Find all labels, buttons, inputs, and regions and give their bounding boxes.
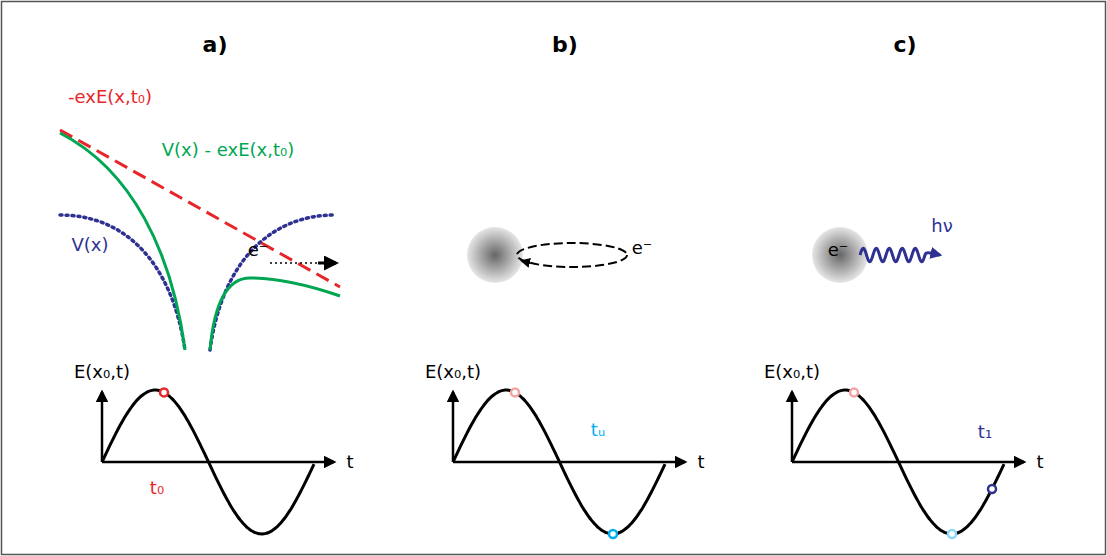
time-marker bbox=[850, 388, 858, 396]
potential-label: V(x) - exE(x,t₀) bbox=[162, 140, 294, 160]
electron-trajectory bbox=[517, 243, 627, 267]
time-marker bbox=[609, 530, 617, 538]
axis-label: E(x₀,t) bbox=[74, 362, 130, 382]
time-marker bbox=[511, 388, 519, 396]
axis bbox=[102, 461, 334, 464]
photon-label: hν bbox=[931, 216, 952, 236]
panel-label: a) bbox=[203, 33, 228, 57]
electron-label: e⁻ bbox=[828, 240, 849, 260]
field-potential bbox=[60, 130, 340, 287]
axis bbox=[452, 392, 455, 462]
axis bbox=[792, 461, 1024, 464]
time-label: t₁ bbox=[978, 422, 992, 442]
field-wave bbox=[102, 390, 314, 534]
atom bbox=[812, 227, 868, 283]
time-label: tᵤ bbox=[591, 420, 605, 440]
electron-label: e⁻ bbox=[248, 240, 269, 260]
trajectory-arrow bbox=[522, 261, 530, 263]
axis-label: t bbox=[697, 452, 704, 472]
panel-label: c) bbox=[893, 33, 916, 57]
field-wave bbox=[792, 390, 1004, 534]
axis bbox=[101, 392, 104, 462]
time-label: t₀ bbox=[150, 478, 164, 498]
tunnel-path bbox=[270, 262, 318, 264]
axis-label: E(x₀,t) bbox=[425, 362, 481, 382]
potential-label: V(x) bbox=[71, 235, 108, 255]
time-marker bbox=[948, 530, 956, 538]
axis bbox=[791, 392, 794, 462]
escape-arrow bbox=[318, 262, 336, 265]
total-potential bbox=[60, 133, 185, 350]
axis-label: t bbox=[1036, 452, 1043, 472]
coulomb-potential bbox=[210, 215, 335, 350]
axis bbox=[453, 461, 685, 464]
photon-wave bbox=[860, 248, 940, 261]
atom bbox=[467, 227, 523, 283]
electron-label: e⁻ bbox=[632, 238, 653, 258]
coulomb-potential bbox=[60, 215, 185, 350]
panel-label: b) bbox=[552, 33, 578, 57]
axis-label: E(x₀,t) bbox=[764, 362, 820, 382]
axis-label: t bbox=[346, 452, 353, 472]
field-wave bbox=[453, 390, 665, 534]
time-marker bbox=[988, 485, 996, 493]
time-marker bbox=[160, 388, 168, 396]
total-potential bbox=[210, 278, 340, 350]
potential-label: -exE(x,t₀) bbox=[68, 87, 152, 107]
